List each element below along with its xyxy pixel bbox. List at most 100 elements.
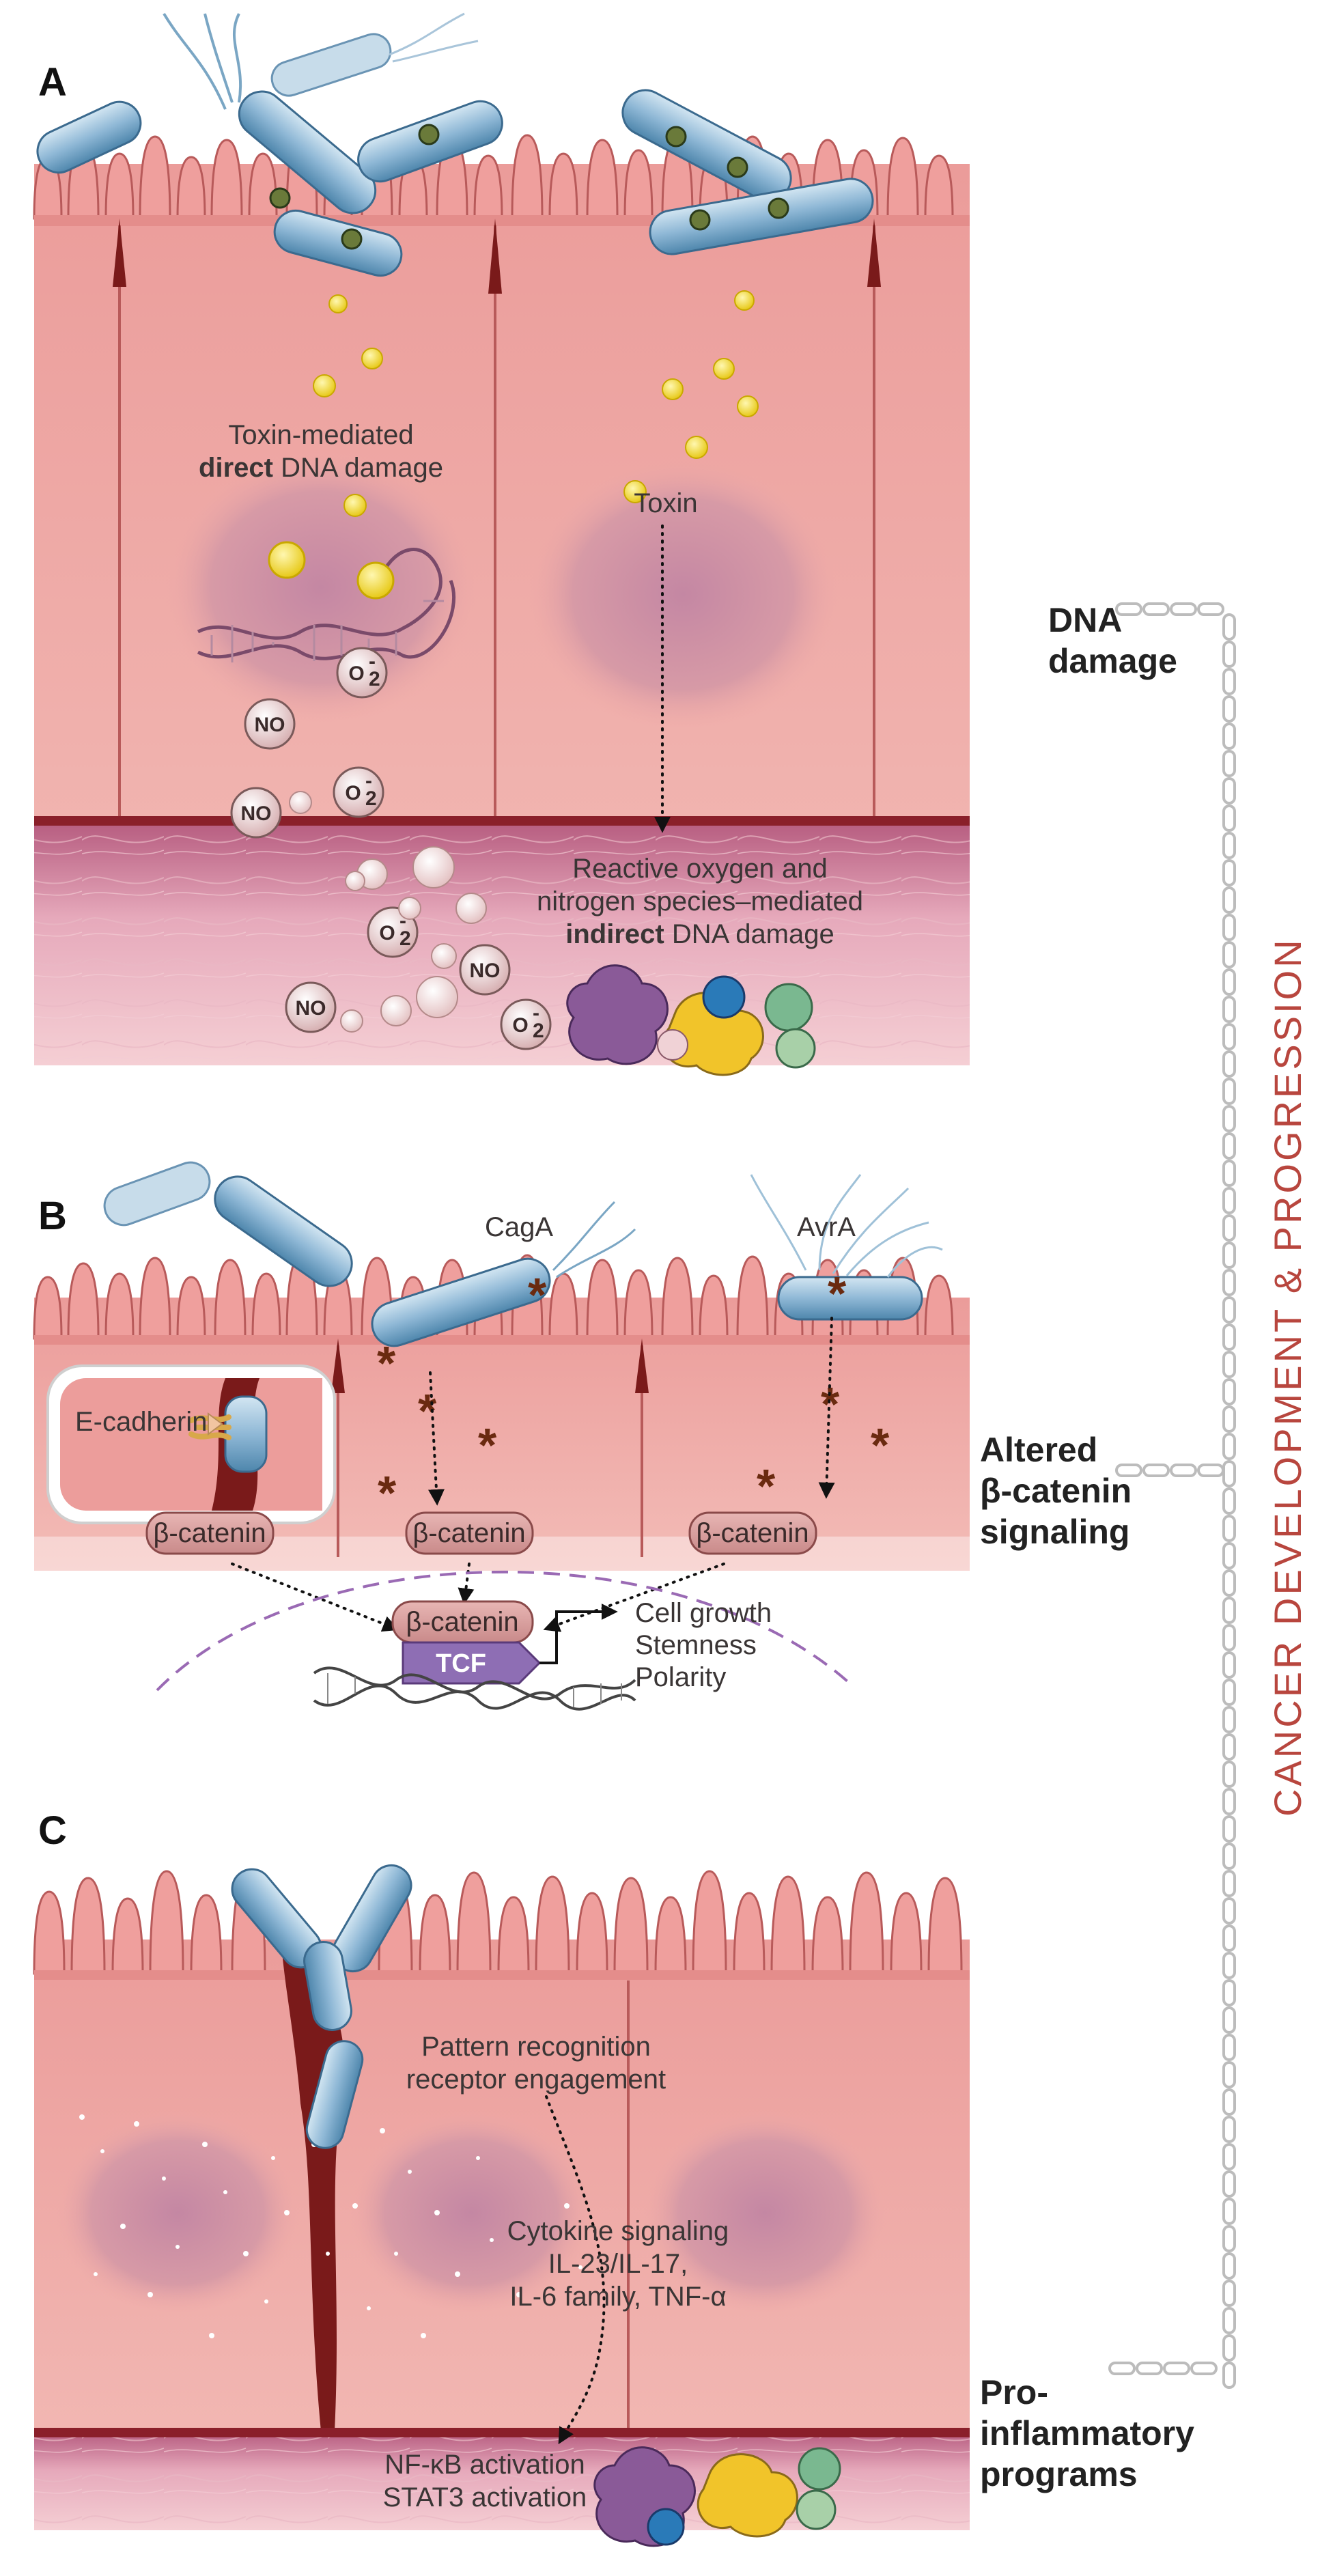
chain-link	[1222, 1242, 1236, 1269]
chain-link	[1222, 1078, 1236, 1105]
svg-text:DNA: DNA	[1048, 601, 1122, 639]
chain-link	[1222, 695, 1236, 723]
no-molecule: NO	[285, 981, 337, 1033]
svg-text:2: 2	[369, 668, 380, 690]
svg-text:β-catenin: β-catenin	[406, 1607, 518, 1637]
chain-link	[1222, 641, 1236, 668]
chain-link	[1222, 1324, 1236, 1351]
panel-b-bacteria	[103, 1161, 943, 1347]
prr-label: Pattern recognition receptor engagement	[406, 2032, 666, 2095]
panel-a-dna-rungs	[210, 600, 444, 662]
panel-c: C	[33, 1808, 970, 2547]
bacterium	[649, 178, 874, 255]
panel-c-basement-membrane	[34, 2428, 970, 2437]
chain-link	[1222, 1761, 1236, 1788]
panel-a-immune-cells	[566, 964, 816, 1076]
svg-text:Reactive oxygen and: Reactive oxygen and	[572, 854, 828, 884]
chain-link	[1222, 1815, 1236, 1843]
svg-text:NO: NO	[241, 802, 272, 825]
bacterium	[103, 1161, 211, 1227]
cag-effector: *	[528, 1268, 547, 1321]
chain-link	[1222, 1105, 1236, 1132]
chain-link	[1222, 777, 1236, 804]
chain-link	[1222, 668, 1236, 695]
chain-link	[1222, 1924, 1236, 1952]
svg-text:2: 2	[365, 787, 377, 810]
svg-text:Toxin-mediated: Toxin-mediated	[228, 420, 413, 450]
panel-c-letter: C	[38, 1808, 67, 1853]
chain-link	[1222, 1050, 1236, 1078]
chain-link	[1222, 1979, 1236, 2006]
bacterium	[163, 12, 377, 214]
svg-text:-: -	[533, 1002, 539, 1024]
side-labels: DNA damage Altered β-catenin signaling P…	[980, 601, 1194, 2493]
svg-text:inflammatory: inflammatory	[980, 2414, 1194, 2452]
chain-link	[1222, 2334, 1236, 2362]
svg-text:β-catenin: β-catenin	[696, 1518, 809, 1548]
transcription-arrow	[539, 1604, 618, 1664]
chain-link	[1222, 1296, 1236, 1324]
panel-a-cell-borders	[118, 225, 875, 826]
bacterium	[371, 1257, 551, 1347]
bacterium	[214, 1175, 353, 1287]
svg-text:direct DNA damage: direct DNA damage	[199, 453, 443, 483]
svg-text:Pro-: Pro-	[980, 2373, 1048, 2411]
avr-effector: *	[871, 1418, 890, 1472]
chain-link	[1222, 2280, 1236, 2307]
svg-text:2: 2	[533, 1020, 544, 1042]
no-molecule: NO	[459, 944, 511, 996]
svg-text:O: O	[512, 1014, 528, 1037]
avr-effector: *	[757, 1459, 776, 1513]
chain-link	[1222, 1870, 1236, 1897]
chain-link	[1222, 2088, 1236, 2116]
svg-text:programs: programs	[980, 2455, 1138, 2493]
bacterium	[36, 100, 142, 174]
chain-link	[1222, 750, 1236, 777]
chain-link	[1222, 1706, 1236, 1733]
chain-link	[1222, 1214, 1236, 1242]
chain-link	[1222, 2143, 1236, 2170]
nucleus-c1	[55, 2110, 300, 2315]
panel-b-effectors: * * * * * * * * *	[377, 1267, 890, 1520]
chain-link	[1222, 804, 1236, 832]
svg-text:indirect DNA damage: indirect DNA damage	[565, 919, 834, 949]
svg-text:TCF: TCF	[436, 1649, 486, 1678]
chain-link	[1222, 886, 1236, 914]
chain-link	[1222, 2307, 1236, 2334]
nuclear-bcatenin: β-catenin	[391, 1600, 534, 1644]
no-molecule: NO	[230, 787, 282, 839]
svg-text:nitrogen species–mediated: nitrogen species–mediated	[537, 886, 863, 916]
chain-link	[1222, 2006, 1236, 2034]
ecadherin-inset: E-cadherin	[46, 1364, 336, 1524]
svg-text:Pattern recognition: Pattern recognition	[421, 2032, 651, 2062]
chain-link	[1222, 2170, 1236, 2198]
panel-a-molecules: NO O 2 - NO O 2 - O 2 -	[230, 647, 552, 1050]
panel-c-bacteria	[231, 1864, 412, 2149]
chain-link	[1222, 968, 1236, 996]
chain-link	[1222, 2198, 1236, 2225]
breached-tight-junction	[280, 1912, 345, 2431]
svg-text:-: -	[369, 650, 376, 673]
svg-text:2: 2	[399, 927, 411, 950]
nucleus-a1	[164, 451, 478, 724]
svg-text:-: -	[399, 910, 406, 932]
svg-text:β-catenin: β-catenin	[412, 1518, 525, 1548]
chain-link	[1222, 914, 1236, 941]
svg-text:Cell growth: Cell growth	[635, 1598, 772, 1628]
panel-a: A	[33, 12, 970, 1076]
ros-particles	[289, 791, 487, 1033]
panel-b-letter: B	[38, 1194, 67, 1238]
chain-link	[1222, 832, 1236, 859]
chain-link	[1222, 1569, 1236, 1597]
panel-b-arrows	[231, 1317, 835, 1632]
bacterium	[777, 1276, 923, 1321]
chain-link	[1222, 1269, 1236, 1296]
transcription-label: NF-κB activation STAT3 activation	[383, 2450, 587, 2512]
dna-damage-label: DNA damage	[1048, 601, 1177, 680]
svg-text:β-catenin: β-catenin	[153, 1518, 266, 1548]
svg-text:Stemness: Stemness	[635, 1630, 757, 1660]
svg-text:NO: NO	[470, 960, 501, 982]
svg-text:NF-κB activation: NF-κB activation	[384, 2450, 585, 2480]
svg-text:signaling: signaling	[980, 1513, 1129, 1551]
chain-link	[1222, 1187, 1236, 1214]
